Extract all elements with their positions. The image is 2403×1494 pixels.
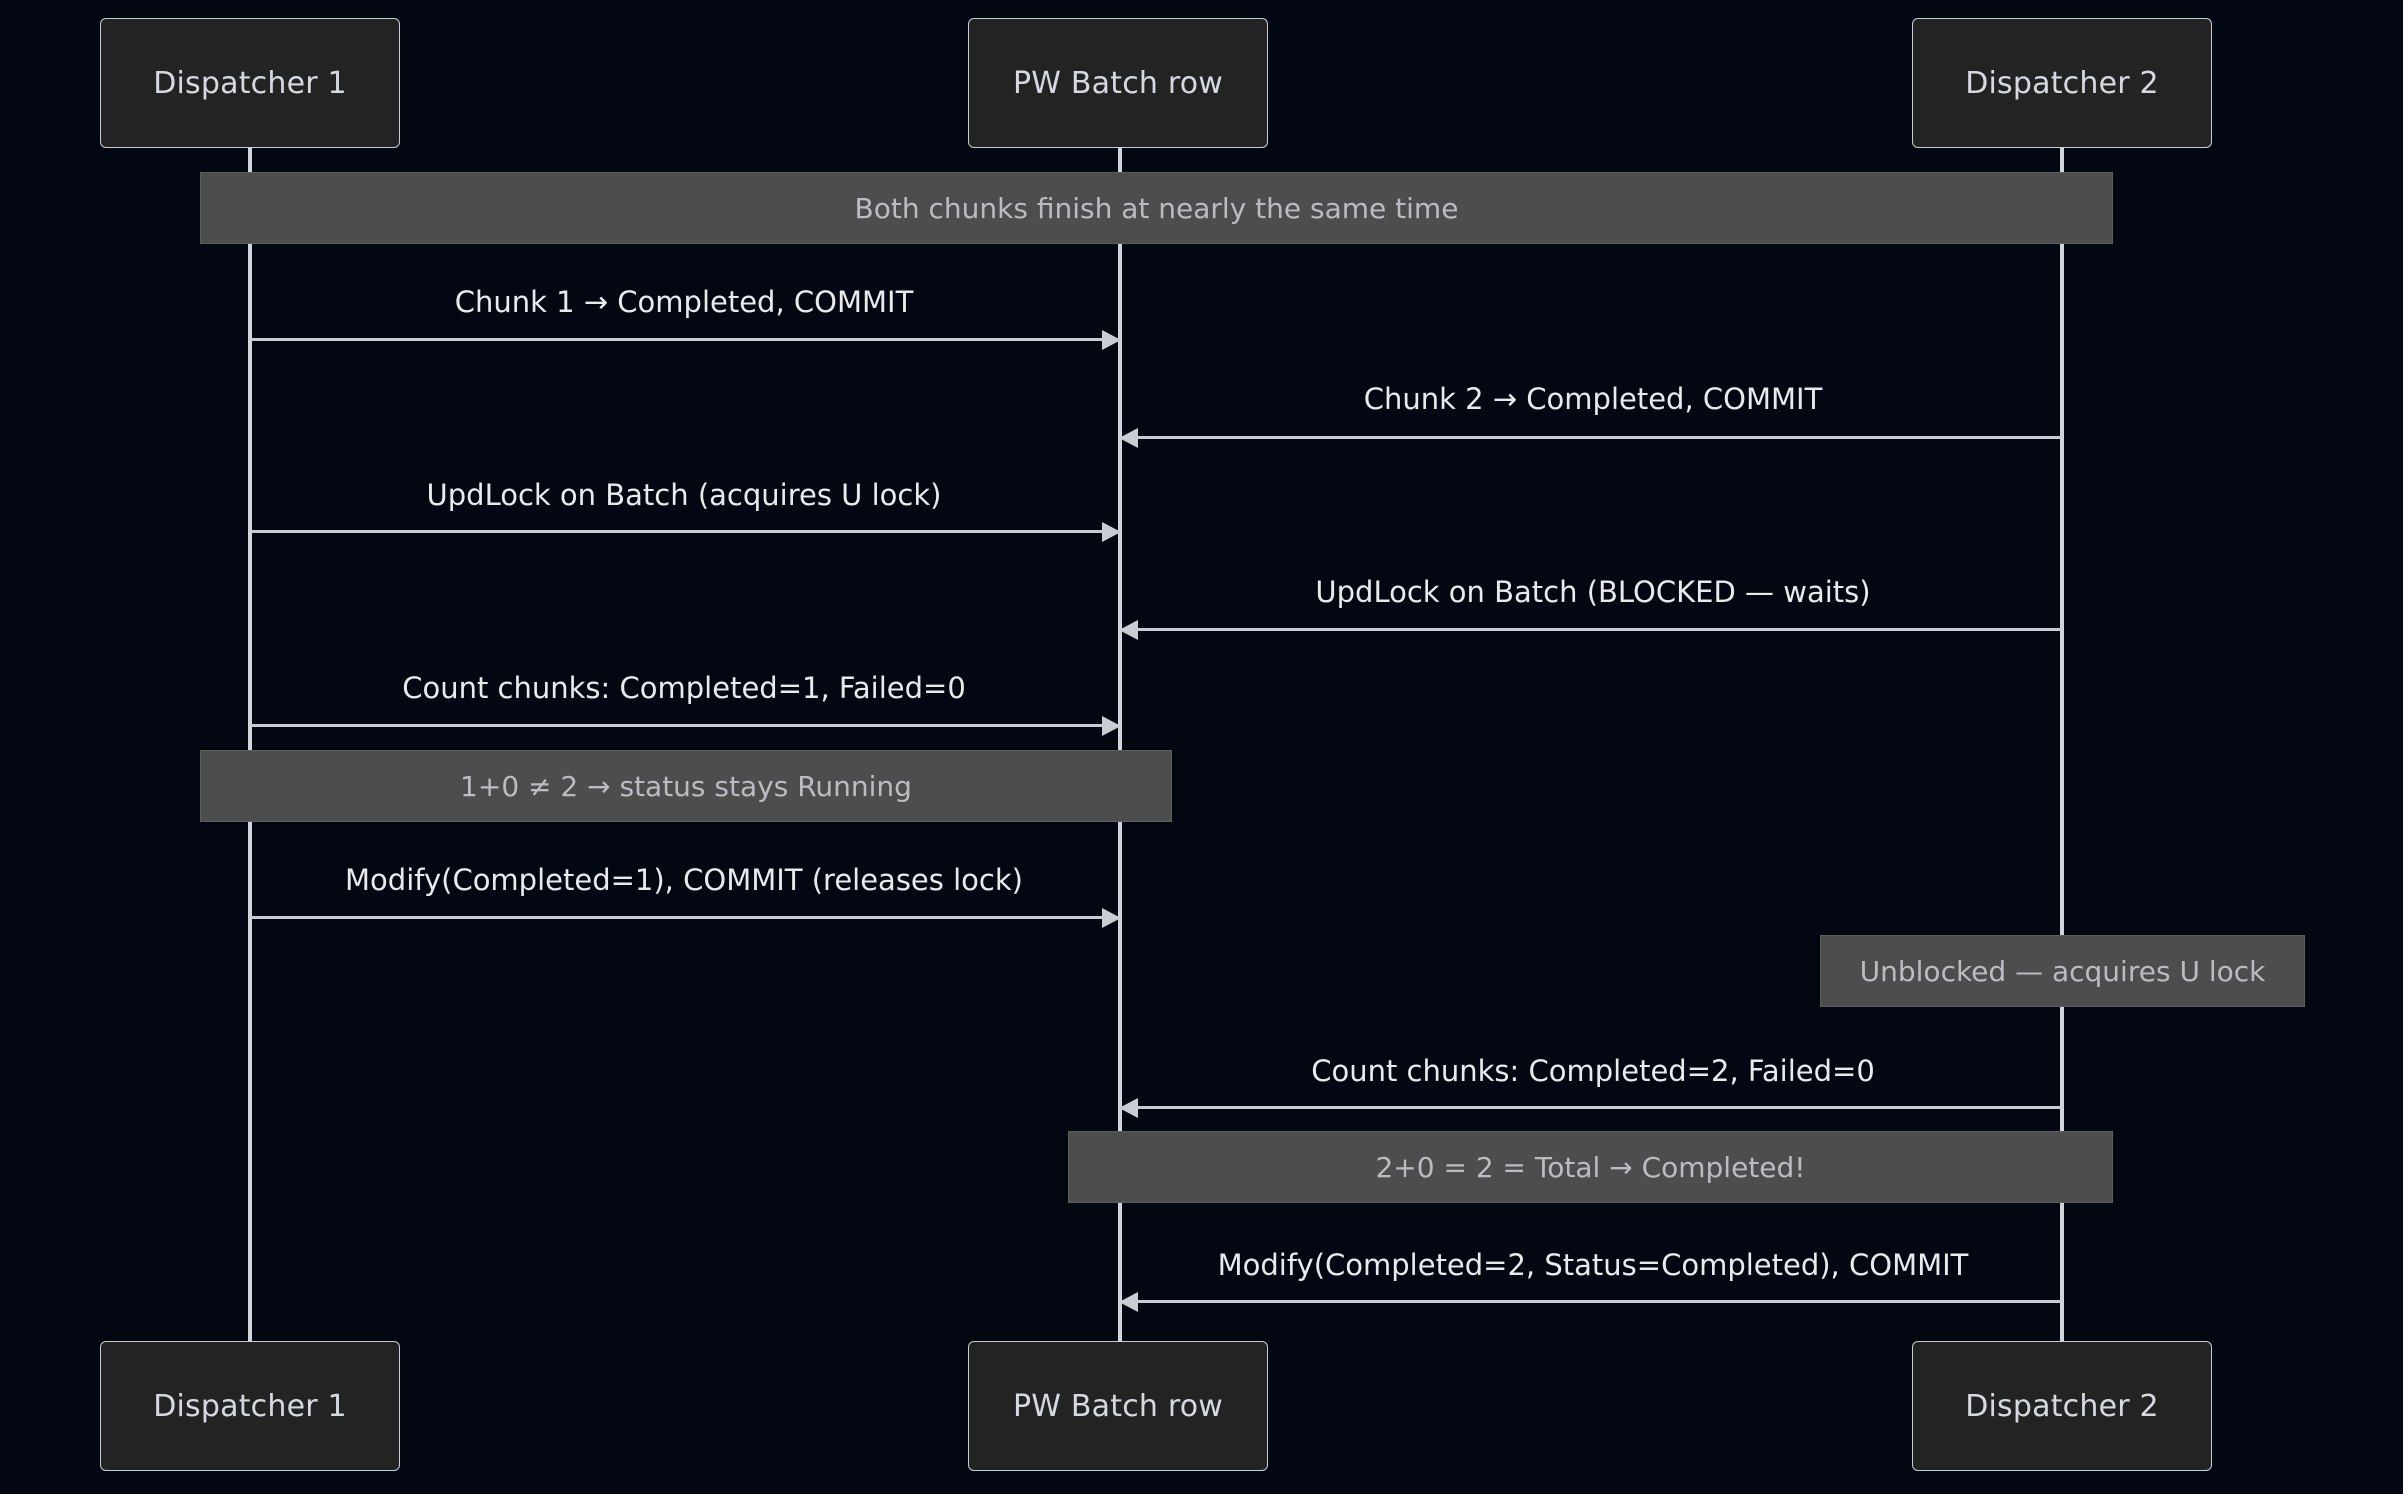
participant-pw-batch-row-bottom[interactable]: PW Batch row	[968, 1341, 1268, 1471]
arrow-line	[1120, 436, 2062, 439]
message-count-2-label: Count chunks: Completed=2, Failed=0	[1311, 1054, 1875, 1088]
message-modify-2-arrow	[1119, 1291, 2062, 1312]
participant-pw-batch-row-top[interactable]: PW Batch row	[968, 18, 1268, 148]
note-text: 2+0 = 2 = Total → Completed!	[1375, 1150, 1806, 1184]
arrow-head-right-icon	[1102, 521, 1121, 542]
message-modify-2-label: Modify(Completed=2, Status=Completed), C…	[1217, 1248, 1969, 1282]
participant-label: Dispatcher 2	[1965, 65, 2159, 101]
arrow-head-left-icon	[1119, 427, 1138, 448]
lifeline-dispatcher-1	[248, 148, 252, 1344]
note-text: Both chunks finish at nearly the same ti…	[854, 191, 1459, 225]
participant-dispatcher-2-top[interactable]: Dispatcher 2	[1912, 18, 2212, 148]
participant-dispatcher-1-top[interactable]: Dispatcher 1	[100, 18, 400, 148]
message-chunk2-arrow	[1119, 427, 2062, 448]
participant-label: Dispatcher 1	[153, 1388, 347, 1424]
note-text: Unblocked — acquires U lock	[1859, 954, 2266, 988]
arrow-head-right-icon	[1102, 907, 1121, 928]
lifeline-pw-batch-row	[1118, 148, 1122, 1344]
message-updlock-blocked-label: UpdLock on Batch (BLOCKED — waits)	[1315, 575, 1871, 609]
message-updlock-blocked-arrow	[1119, 619, 2062, 640]
participant-dispatcher-2-bottom[interactable]: Dispatcher 2	[1912, 1341, 2212, 1471]
arrow-head-left-icon	[1119, 1291, 1138, 1312]
message-count-2-arrow	[1119, 1097, 2062, 1118]
arrow-head-left-icon	[1119, 619, 1138, 640]
arrow-line	[250, 916, 1120, 919]
message-chunk2-label: Chunk 2 → Completed, COMMIT	[1363, 382, 1823, 416]
message-chunk1-label: Chunk 1 → Completed, COMMIT	[454, 285, 914, 319]
note-unblocked-acquires-lock: Unblocked — acquires U lock	[1820, 935, 2305, 1007]
arrow-line	[250, 338, 1120, 341]
arrow-head-right-icon	[1102, 715, 1121, 736]
note-batch-completed: 2+0 = 2 = Total → Completed!	[1068, 1131, 2113, 1203]
message-chunk1-arrow	[250, 329, 1121, 350]
arrow-line	[250, 724, 1120, 727]
message-count-1-arrow	[250, 715, 1121, 736]
note-text: 1+0 ≠ 2 → status stays Running	[460, 769, 912, 803]
arrow-line	[1120, 628, 2062, 631]
participant-label: Dispatcher 1	[153, 65, 347, 101]
lifeline-dispatcher-2	[2060, 148, 2064, 1344]
message-count-1-label: Count chunks: Completed=1, Failed=0	[402, 671, 966, 705]
arrow-line	[1120, 1106, 2062, 1109]
message-modify-1-arrow	[250, 907, 1121, 928]
participant-label: PW Batch row	[1012, 1388, 1224, 1424]
note-status-stays-running: 1+0 ≠ 2 → status stays Running	[200, 750, 1172, 822]
arrow-head-right-icon	[1102, 329, 1121, 350]
message-updlock-acquire-label: UpdLock on Batch (acquires U lock)	[426, 478, 942, 512]
arrow-line	[1120, 1300, 2062, 1303]
arrow-head-left-icon	[1119, 1097, 1138, 1118]
message-updlock-acquire-arrow	[250, 521, 1121, 542]
participant-label: Dispatcher 2	[1965, 1388, 2159, 1424]
arrow-line	[250, 530, 1120, 533]
participant-dispatcher-1-bottom[interactable]: Dispatcher 1	[100, 1341, 400, 1471]
participant-label: PW Batch row	[1012, 65, 1224, 101]
note-both-chunks-finish: Both chunks finish at nearly the same ti…	[200, 172, 2113, 244]
message-modify-1-label: Modify(Completed=1), COMMIT (releases lo…	[345, 863, 1023, 897]
